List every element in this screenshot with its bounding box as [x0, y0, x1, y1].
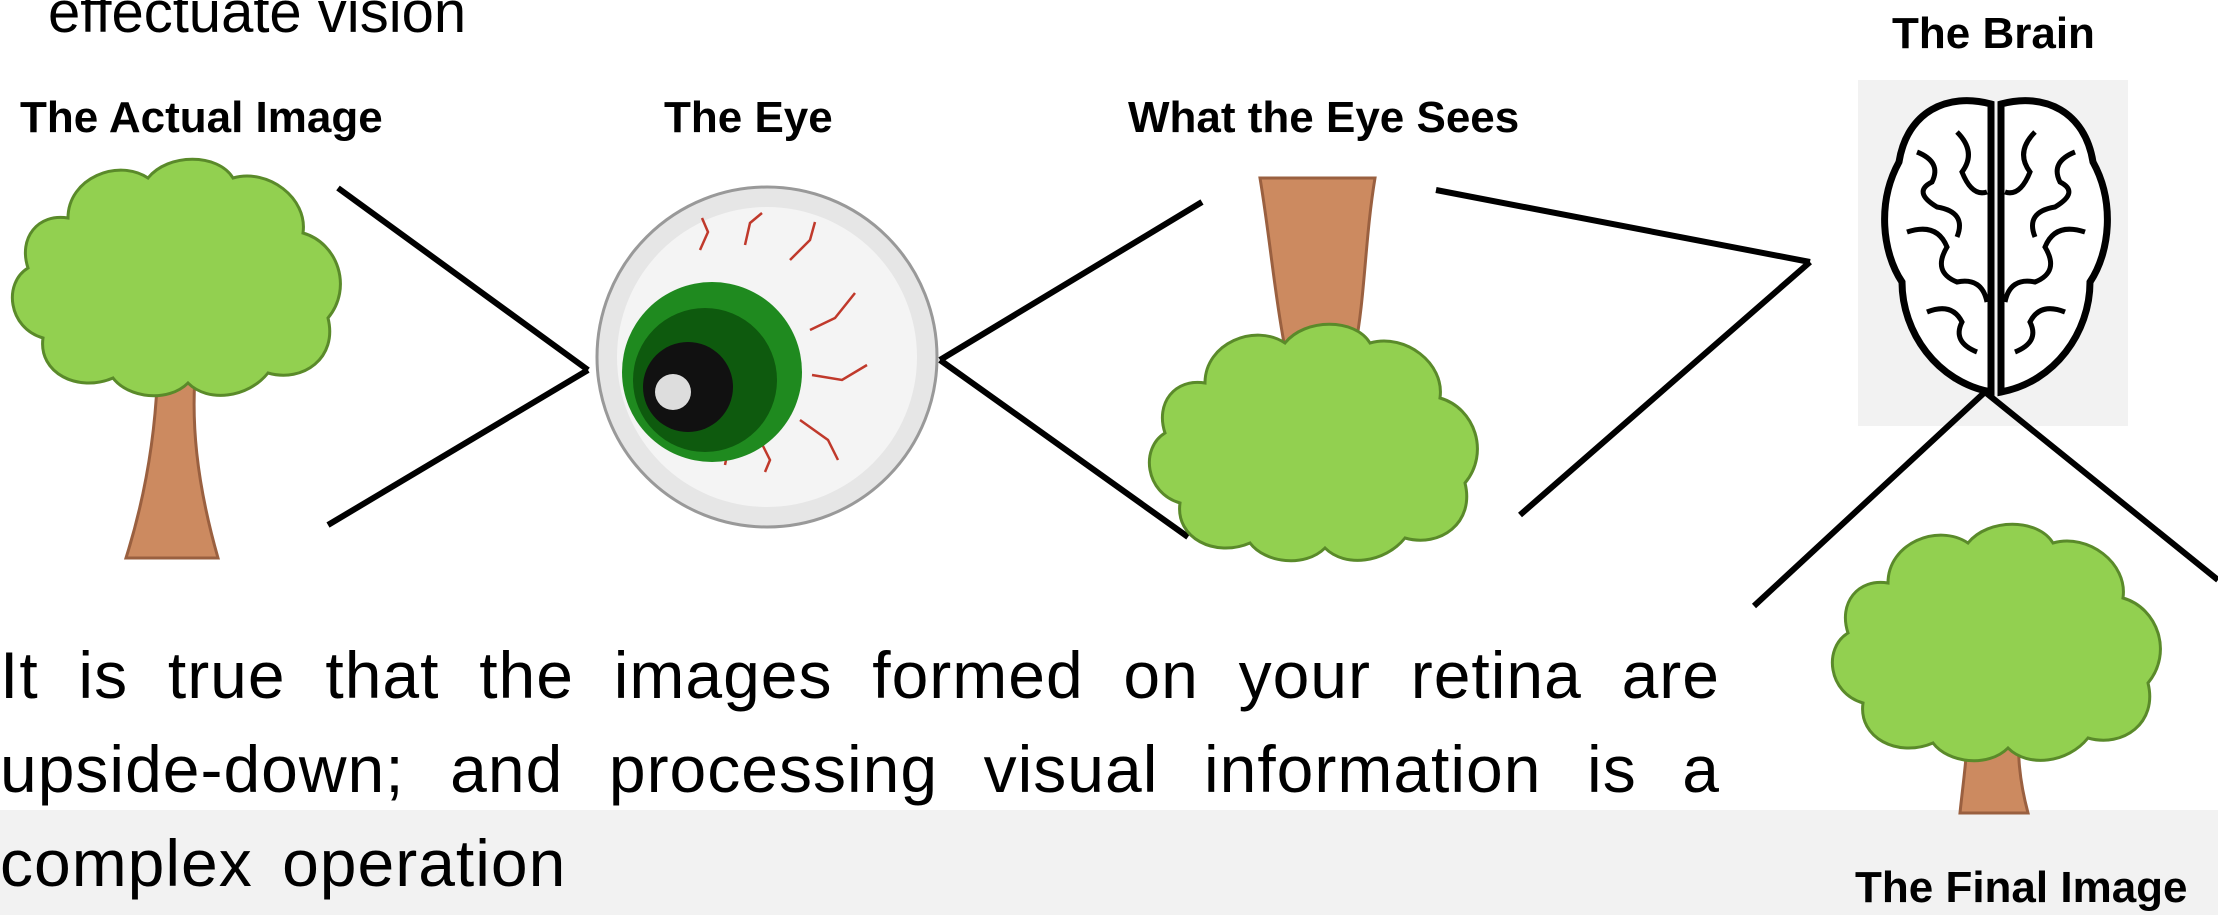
bottom-band: [0, 810, 2218, 915]
tree-icon: [1831, 522, 2162, 815]
top-fragment-text: effectuate vision: [48, 0, 467, 45]
label-actual-image: The Actual Image: [20, 93, 383, 142]
label-eye: The Eye: [664, 93, 833, 142]
connector-line: [1435, 187, 1811, 265]
connector-line: [1518, 259, 1812, 518]
body-paragraph: It is true that the images formed on you…: [0, 638, 1720, 900]
connector-line: [1751, 389, 1988, 609]
label-what-eye-sees: What the Eye Sees: [1128, 93, 1520, 142]
eyeball-icon: [595, 185, 939, 529]
connector-line: [1983, 389, 2218, 583]
inverted-tree-icon: [1148, 176, 1479, 563]
connector-line: [938, 357, 1190, 540]
connector-line: [336, 185, 590, 373]
connector-line: [938, 199, 1204, 363]
label-final-image: The Final Image: [1855, 863, 2188, 912]
tree-icon: [11, 157, 342, 560]
connector-line: [326, 367, 590, 528]
brain-icon: [1881, 97, 2111, 397]
label-brain: The Brain: [1892, 9, 2095, 58]
